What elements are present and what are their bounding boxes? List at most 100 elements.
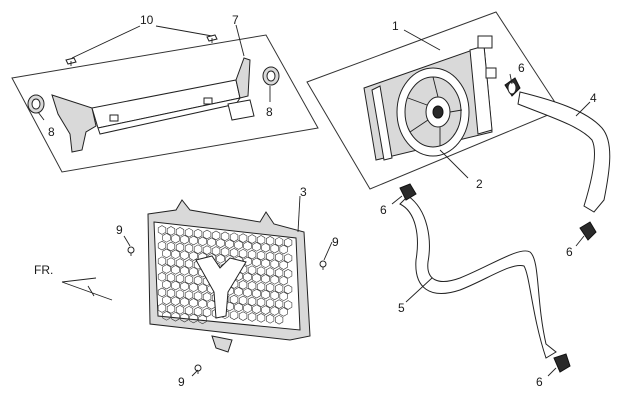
honeycomb-cell [162,279,171,290]
honeycomb-cell [247,296,257,307]
honeycomb-cell [193,228,203,239]
callout-3: 3 [300,185,307,199]
honeycomb-cell [225,239,234,249]
mounting-bracket-7 [51,57,255,153]
honeycomb-cell [193,291,203,301]
honeycomb-cell [157,225,167,235]
callout-8-b: 8 [266,105,273,119]
honeycomb-cell [216,238,225,248]
honeycomb-cell [279,260,288,270]
honeycomb-cell [252,273,261,283]
honeycomb-cell [234,240,243,250]
honeycomb-cell [175,258,185,268]
honeycomb-cell [279,307,288,317]
honeycomb-cell [270,259,279,269]
honeycomb-cell [166,226,176,236]
honeycomb-cell [256,250,266,261]
honeycomb-cell [189,235,198,246]
callout-6-a: 6 [518,61,525,75]
honeycomb-cell [270,275,279,285]
callout-9-b: 9 [332,235,339,249]
honeycomb-cell [184,227,194,238]
honeycomb-cell [211,246,221,256]
honeycomb-cell [220,247,230,257]
callout-8-a: 8 [48,125,55,139]
hose-clamp-6-lower-radiator [399,183,417,201]
honeycomb-cell [202,292,212,302]
honeycomb-cell [274,299,284,309]
honeycomb-cell [238,295,248,306]
honeycomb-cell [243,303,252,314]
honeycomb-cell [283,237,293,248]
honeycomb-cell [274,283,284,294]
honeycomb-cell [270,306,279,316]
honeycomb-cell [171,280,180,291]
honeycomb-cell [261,242,270,253]
lower-hose-5 [399,195,557,359]
honeycomb-cell [157,272,167,282]
honeycomb-cell [265,314,275,324]
honeycomb-cell [243,272,252,282]
honeycomb-cell [157,287,167,298]
honeycomb-cell [184,305,194,316]
honeycomb-cell [229,248,239,258]
honeycomb-cell [171,249,180,260]
honeycomb-cell [283,300,293,310]
honeycomb-cell [202,229,212,240]
honeycomb-cell [202,245,212,255]
honeycomb-cell [202,307,212,318]
honeycomb-cell [283,253,293,263]
honeycomb-cell [157,256,167,266]
bracket-bolt-right-10 [206,34,218,43]
honeycomb-cell [238,248,248,259]
honeycomb-cell [265,267,275,277]
honeycomb-cell [175,242,185,253]
honeycomb-cell [252,257,261,268]
honeycomb-cell [243,241,252,251]
honeycomb-cell [157,240,167,251]
honeycomb-cell [279,244,288,255]
honeycomb-cell [162,233,171,243]
honeycomb-cell [256,313,266,323]
honeycomb-cell [189,266,198,277]
honeycomb-cell [247,312,257,322]
honeycomb-cell [175,273,185,284]
honeycomb-cell [189,298,198,308]
honeycomb-cell [252,304,261,314]
honeycomb-cell [198,314,207,325]
honeycomb-cell [256,297,266,308]
honeycomb-cell [238,311,248,321]
honeycomb-cell [216,254,225,264]
honeycomb-cell [171,311,180,322]
honeycomb-cell [189,282,198,293]
honeycomb-cell [162,248,171,259]
callout-9-a: 9 [116,223,123,237]
honeycomb-cell [279,291,288,302]
honeycomb-cell [198,283,207,293]
upper-hose-4 [517,91,611,213]
honeycomb-cell [238,280,248,290]
bolt-guard-left-9 [127,246,135,256]
honeycomb-cell [162,311,171,321]
honeycomb-cell [184,259,194,269]
honeycomb-cell [166,288,176,299]
honeycomb-cell [184,274,194,285]
callout-9-c: 9 [178,375,185,389]
honeycomb-cell [180,281,189,292]
callout-2: 2 [476,177,483,191]
callout-7: 7 [232,13,239,27]
callout-10: 10 [140,13,154,27]
honeycomb-cell [220,231,230,242]
callout-6-d: 6 [536,375,543,389]
honeycomb-cell [265,282,275,293]
honeycomb-cell [265,251,275,262]
bolt-guard-bottom-9 [194,364,202,374]
honeycomb-cell [247,281,257,291]
honeycomb-cell [166,257,176,267]
honeycomb-cell [193,306,203,317]
fan-assembly-2 [396,67,470,157]
leader-lines [37,24,591,377]
honeycomb-cell [274,252,284,263]
honeycomb-cell [270,243,279,254]
